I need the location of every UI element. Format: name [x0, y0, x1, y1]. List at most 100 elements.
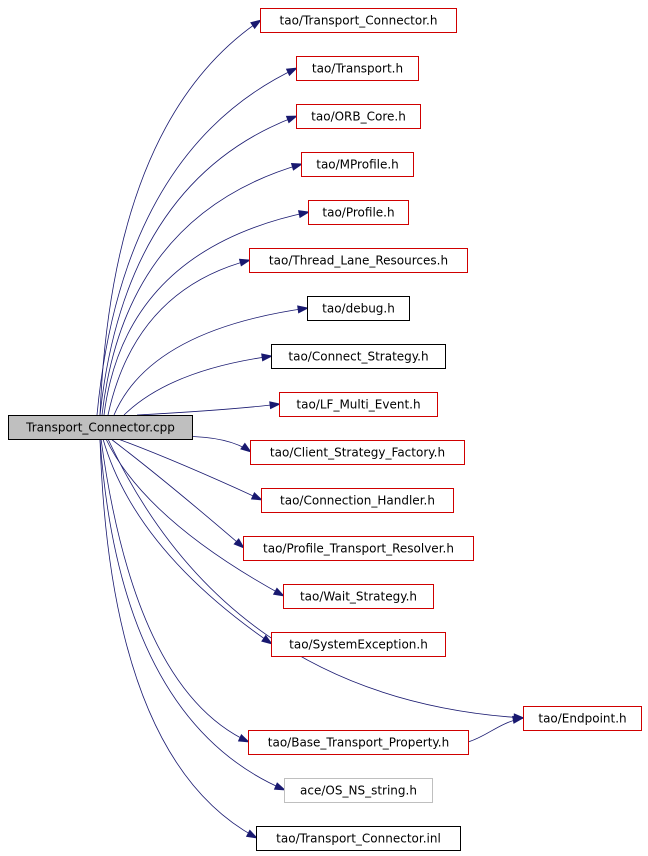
include-node-tao-orb-core-h[interactable]: tao/ORB_Core.h — [296, 104, 421, 129]
edge-root-to-tao-mprofile-h-line — [101, 163, 303, 416]
include-node-tao-profile-transport-resolver-h-label: tao/Profile_Transport_Resolver.h — [263, 542, 454, 556]
edge-root-to-tao-endpoint-h — [107, 438, 526, 722]
include-node-tao-client-strategy-factory-h-box — [250, 440, 465, 465]
include-node-tao-wait-strategy-h-box — [283, 584, 434, 609]
edge-root-to-tao-transport-h-arrowhead — [285, 67, 299, 77]
edge-root-to-tao-connect-strategy-h-line — [123, 355, 273, 416]
include-node-tao-mprofile-h-box — [301, 152, 414, 177]
edge-root-to-tao-transport-h — [96, 67, 299, 416]
edges-layer — [96, 19, 526, 839]
include-node-tao-wait-strategy-h[interactable]: tao/Wait_Strategy.h — [283, 584, 434, 609]
edge-root-to-tao-transport-connector-inl-arrowhead — [245, 829, 259, 839]
include-node-tao-profile-transport-resolver-h[interactable]: tao/Profile_Transport_Resolver.h — [243, 536, 474, 561]
edge-root-to-tao-transport-connector-inl-line — [99, 438, 258, 839]
edge-root-to-tao-thread-lane-resources-h — [107, 258, 252, 416]
include-node-tao-thread-lane-resources-h-label: tao/Thread_Lane_Resources.h — [269, 254, 448, 268]
include-node-tao-base-transport-property-h-label: tao/Base_Transport_Property.h — [268, 736, 449, 750]
edge-base-transport-property-to-endpoint — [467, 715, 525, 743]
root-node-transport-connector-cpp[interactable]: Transport_Connector.cpp — [8, 415, 193, 440]
include-node-tao-lf-multi-event-h-label: tao/LF_Multi_Event.h — [296, 398, 420, 412]
include-node-tao-transport-h[interactable]: tao/Transport.h — [296, 56, 419, 81]
include-node-tao-base-transport-property-h[interactable]: tao/Base_Transport_Property.h — [248, 730, 469, 755]
edge-root-to-tao-base-transport-property-h — [100, 438, 251, 743]
include-node-tao-endpoint-h-label: tao/Endpoint.h — [538, 712, 626, 726]
include-node-tao-transport-h-box — [296, 56, 419, 81]
nodes-layer: Transport_Connector.cpp tao/Transport_Con… — [8, 8, 642, 851]
include-node-tao-profile-h-box — [308, 200, 409, 225]
include-node-tao-debug-h-box — [307, 296, 410, 321]
include-node-tao-transport-connector-inl[interactable]: tao/Transport_Connector.inl — [256, 826, 461, 851]
edge-root-to-tao-transport-connector-h — [99, 19, 263, 416]
include-node-tao-transport-connector-h-label: tao/Transport_Connector.h — [280, 14, 438, 28]
include-node-tao-base-transport-property-h-box — [248, 730, 469, 755]
include-node-tao-debug-h[interactable]: tao/debug.h — [307, 296, 410, 321]
include-node-tao-transport-h-label: tao/Transport.h — [312, 62, 403, 76]
include-node-tao-wait-strategy-h-label: tao/Wait_Strategy.h — [300, 590, 417, 604]
include-node-ace-os-ns-string-h-label: ace/OS_NS_string.h — [300, 784, 417, 798]
edge-root-to-ace-os-ns-string-h — [99, 438, 287, 791]
edge-root-to-tao-connection-handler-h-arrowhead — [250, 491, 264, 501]
edge-root-to-tao-wait-strategy-h-line — [105, 438, 285, 597]
include-node-tao-client-strategy-factory-h[interactable]: tao/Client_Strategy_Factory.h — [250, 440, 465, 465]
edge-root-to-tao-connection-handler-h-line — [117, 438, 263, 501]
edge-root-to-tao-systemexception-h — [102, 438, 273, 645]
edge-root-to-tao-wait-strategy-h-arrowhead — [272, 587, 286, 597]
include-node-tao-transport-connector-inl-label: tao/Transport_Connector.inl — [276, 832, 441, 846]
edge-root-to-ace-os-ns-string-h-line — [99, 438, 286, 791]
edge-root-to-tao-transport-connector-inl — [99, 438, 259, 839]
include-node-tao-connect-strategy-h[interactable]: tao/Connect_Strategy.h — [271, 344, 446, 369]
include-node-ace-os-ns-string-h-box — [284, 778, 433, 803]
edge-root-to-tao-orb-core-h-arrowhead — [285, 115, 299, 124]
edge-root-to-ace-os-ns-string-h-arrowhead — [273, 782, 287, 791]
include-node-tao-endpoint-h-box — [523, 706, 642, 731]
include-node-tao-profile-transport-resolver-h-box — [243, 536, 474, 561]
include-node-tao-orb-core-h-box — [296, 104, 421, 129]
edge-root-to-tao-lf-multi-event-h-line — [136, 403, 281, 416]
edge-root-to-tao-connection-handler-h — [117, 438, 264, 501]
include-node-tao-systemexception-h-label: tao/SystemException.h — [289, 638, 428, 652]
include-node-tao-systemexception-h-box — [271, 632, 446, 657]
edge-root-to-tao-transport-connector-h-line — [99, 19, 262, 416]
include-node-tao-thread-lane-resources-h[interactable]: tao/Thread_Lane_Resources.h — [249, 248, 468, 273]
include-node-tao-connection-handler-h[interactable]: tao/Connection_Handler.h — [261, 488, 454, 513]
edge-root-to-tao-debug-h — [113, 305, 310, 416]
edge-root-to-tao-profile-h-arrowhead — [297, 210, 311, 219]
include-node-tao-mprofile-h-label: tao/MProfile.h — [316, 158, 399, 172]
include-node-tao-transport-connector-h[interactable]: tao/Transport_Connector.h — [260, 8, 457, 33]
edge-root-to-tao-profile-transport-resolver-h — [110, 438, 245, 549]
edge-root-to-tao-mprofile-h-arrowhead — [290, 162, 304, 171]
edge-root-to-tao-wait-strategy-h — [105, 438, 286, 597]
edge-root-to-tao-client-strategy-factory-h-arrowhead — [240, 442, 252, 453]
edge-base-transport-property-to-endpoint-arrowhead — [512, 715, 525, 724]
root-node-transport-connector-cpp-label: Transport_Connector.cpp — [25, 421, 175, 435]
include-node-tao-orb-core-h-label: tao/ORB_Core.h — [311, 110, 406, 124]
include-node-tao-profile-h[interactable]: tao/Profile.h — [308, 200, 409, 225]
edge-root-to-tao-endpoint-h-line — [107, 438, 525, 719]
include-node-ace-os-ns-string-h[interactable]: ace/OS_NS_string.h — [284, 778, 433, 803]
edge-root-to-tao-thread-lane-resources-h-line — [107, 259, 251, 416]
include-node-tao-profile-h-label: tao/Profile.h — [322, 206, 394, 220]
edge-root-to-tao-connect-strategy-h-arrowhead — [261, 353, 274, 362]
include-node-tao-debug-h-label: tao/debug.h — [322, 302, 395, 316]
edge-root-to-tao-profile-h — [103, 210, 311, 416]
include-node-tao-connect-strategy-h-label: tao/Connect_Strategy.h — [288, 350, 428, 364]
include-node-tao-systemexception-h[interactable]: tao/SystemException.h — [271, 632, 446, 657]
include-node-tao-endpoint-h[interactable]: tao/Endpoint.h — [523, 706, 642, 731]
edge-root-to-tao-debug-h-line — [113, 307, 309, 416]
edge-root-to-tao-thread-lane-resources-h-arrowhead — [238, 258, 252, 267]
edge-root-to-tao-profile-transport-resolver-h-line — [110, 438, 245, 549]
include-node-tao-lf-multi-event-h[interactable]: tao/LF_Multi_Event.h — [279, 392, 438, 417]
edge-root-to-tao-lf-multi-event-h — [136, 401, 282, 416]
edge-root-to-tao-systemexception-h-line — [102, 438, 273, 645]
edge-root-to-tao-profile-h-line — [103, 211, 310, 416]
edge-root-to-tao-orb-core-h — [99, 115, 299, 416]
edge-root-to-tao-base-transport-property-h-line — [100, 438, 250, 743]
include-node-tao-connect-strategy-h-box — [271, 344, 446, 369]
edge-root-to-tao-mprofile-h — [101, 162, 304, 416]
include-node-tao-client-strategy-factory-h-label: tao/Client_Strategy_Factory.h — [270, 446, 445, 460]
include-node-tao-thread-lane-resources-h-box — [249, 248, 468, 273]
include-node-tao-mprofile-h[interactable]: tao/MProfile.h — [301, 152, 414, 177]
include-node-tao-connection-handler-h-label: tao/Connection_Handler.h — [280, 494, 435, 508]
edge-root-to-tao-systemexception-h-arrowhead — [261, 634, 273, 645]
